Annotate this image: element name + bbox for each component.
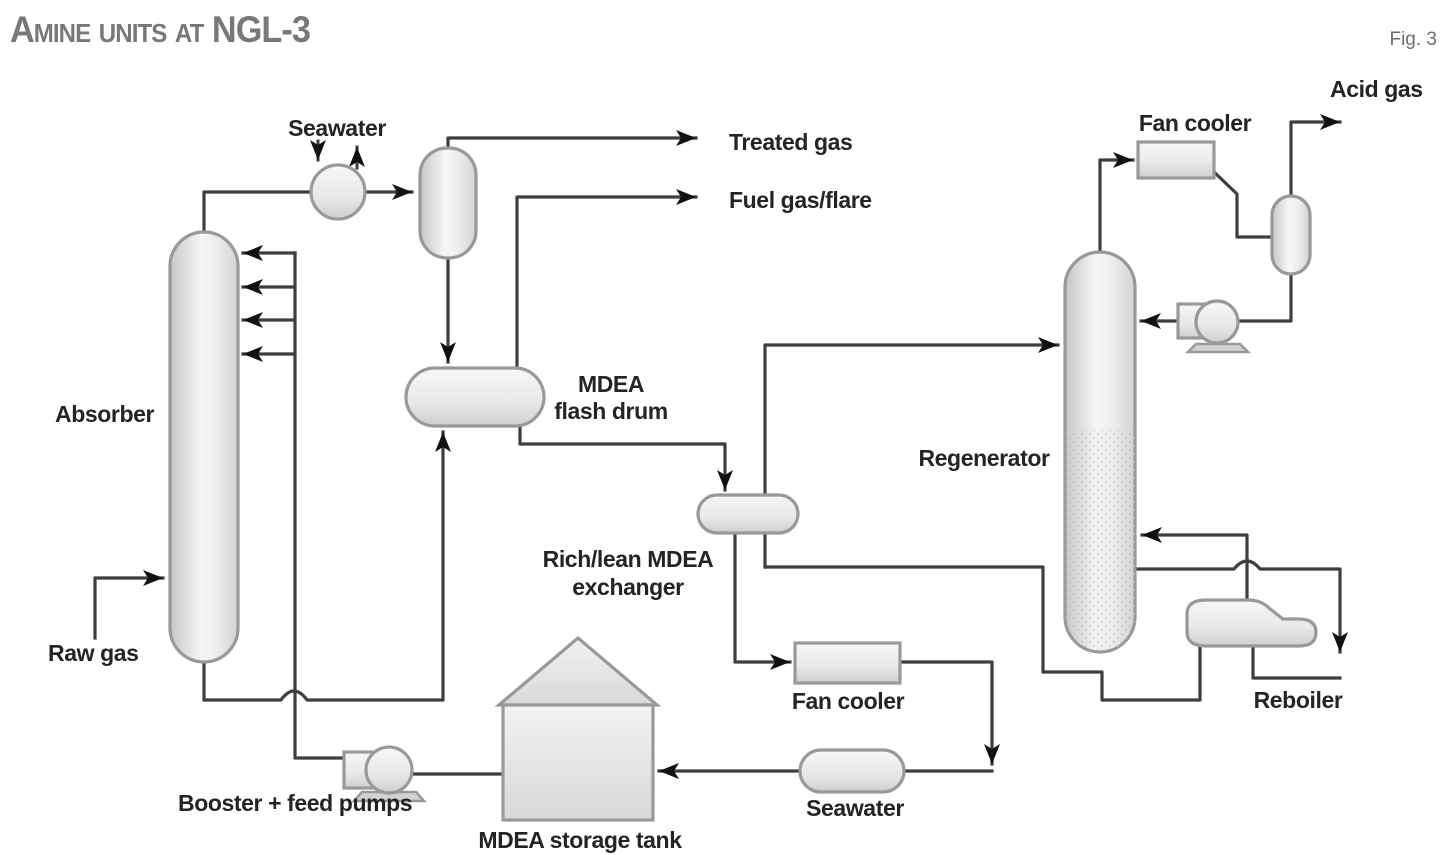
storage-tank-label: MDEA storage tank (478, 827, 682, 853)
exchanger-label-line2: exchanger (572, 574, 684, 600)
absorber-overhead-line (202, 190, 311, 234)
acid-gas-label: Acid gas (1330, 76, 1423, 102)
seawater-cooler-bottom-vessel (798, 748, 906, 794)
reboiler-label: Reboiler (1254, 687, 1343, 713)
lean-feed-riser-line (293, 251, 346, 760)
regenerator-label: Regenerator (918, 445, 1050, 471)
regenerator-bottoms-line (1133, 559, 1348, 654)
booster-pumps-label: Booster + feed pumps (178, 790, 412, 816)
reflux-drum-vessel (1270, 194, 1312, 276)
figure-label: Fig. 3 (1389, 29, 1437, 50)
fan-cooler-top-vessel (1136, 140, 1216, 180)
page-title: Amine units at NGL-3 (10, 9, 310, 50)
reflux-drum-to-pump-line (1236, 270, 1293, 323)
reboiler-bottoms-inlet-line (1251, 642, 1342, 680)
fan-cooler-top-label: Fan cooler (1139, 110, 1252, 136)
booster-pump-casing (364, 745, 414, 795)
fuel-gas-label: Fuel gas/flare (729, 187, 872, 213)
flash-drum-label-line2: flash drum (554, 398, 668, 424)
knockout-drum-vessel (418, 146, 478, 260)
reboiler-vessel (1185, 598, 1318, 648)
reflux-pump-casing (1194, 299, 1240, 345)
regenerator-packing-texture (1065, 430, 1135, 652)
absorber-vessel (168, 230, 240, 664)
seawater-trim-cooler (309, 163, 367, 221)
flash-drum-liquid-line (518, 422, 733, 492)
seawater-top-label: Seawater (288, 115, 386, 141)
regenerator-overhead-line (1098, 152, 1135, 254)
fan-cooler-to-seawater-line (898, 660, 1000, 766)
fan-cooler-bottom-label: Fan cooler (792, 688, 905, 714)
storage-tank-roof (494, 635, 662, 707)
fan-cooler-to-reflux-drum-line (1211, 169, 1272, 239)
reboiler-vapor-return-line (1140, 527, 1249, 602)
fan-cooler-bottom-vessel (793, 641, 902, 685)
seawater-bottom-label: Seawater (806, 795, 904, 821)
exchanger-to-fan-cooler-line (733, 530, 792, 670)
flash-drum-label-line1: MDEA (578, 371, 644, 397)
rich-lean-exchanger-vessel (696, 493, 800, 535)
exchanger-label-line1: Rich/lean MDEA (543, 546, 714, 572)
reflux-pump-base (1184, 342, 1252, 354)
acid-gas-line (1289, 114, 1342, 200)
fuel-gas-line (515, 189, 698, 372)
storage-tank-body (501, 703, 655, 822)
raw-gas-label: Raw gas (48, 640, 139, 666)
treated-gas-line (446, 130, 698, 152)
lean-amine-from-reboiler-line (763, 565, 1202, 702)
rich-amine-bottoms-line (202, 430, 451, 702)
flash-drum-vessel (404, 366, 546, 428)
treated-gas-label: Treated gas (729, 129, 852, 155)
absorber-label: Absorber (55, 401, 154, 427)
rich-amine-to-regenerator-line (763, 337, 1060, 569)
raw-gas-line (93, 570, 165, 640)
